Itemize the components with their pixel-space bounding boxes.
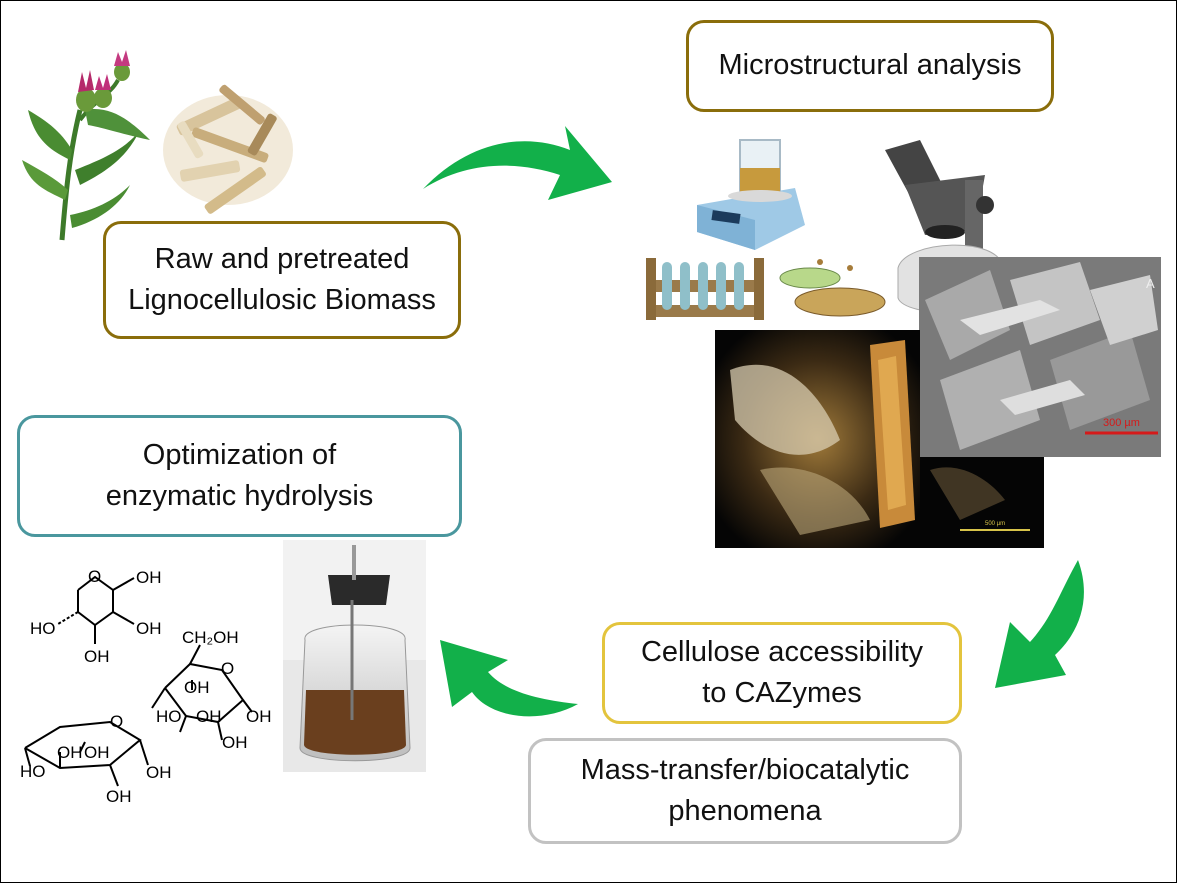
sugar-xylose-bottom: O OH OH HO OH OH <box>20 712 172 806</box>
sem-scale-label: 300 µm <box>1103 417 1140 429</box>
arrow-raw-to-micro <box>423 126 612 200</box>
ring-oxygen-label: O <box>110 712 123 731</box>
ch2oh-label: CH₂OH <box>182 628 239 647</box>
thistle-plant-image <box>22 50 150 241</box>
optical-micrograph-image: 500 µm <box>715 330 1044 548</box>
test-tube-rack-image <box>646 258 764 320</box>
sem-panel-letter: A <box>1146 276 1155 291</box>
hydroxyl-label: HO <box>30 619 56 638</box>
hydroxyl-label: HO <box>156 707 182 726</box>
sugar-structures-image: O OH OH OH HO CH₂OH O OH HO OH OH OH <box>20 567 272 806</box>
hydroxyl-label: OH <box>136 619 162 638</box>
hydroxyl-label: OH <box>146 763 172 782</box>
hydroxyl-label: OH <box>106 787 132 806</box>
hydroxyl-label: OH <box>136 568 162 587</box>
ring-oxygen-label: O <box>221 659 234 678</box>
box-cellulose-accessibility: Cellulose accessibility to CAZymes <box>602 622 962 724</box>
hydroxyl-label: OH <box>196 707 222 726</box>
hydroxyl-label: OH <box>184 678 210 697</box>
sugar-glucose-right: CH₂OH O OH HO OH OH OH <box>151 628 272 752</box>
optical-scale-label: 500 µm <box>985 521 1005 527</box>
hydroxyl-label: OH <box>84 647 110 666</box>
hydrolysis-reactor-image <box>283 540 426 772</box>
wood-chips-image <box>163 84 293 214</box>
hydroxyl-label: OH <box>246 707 272 726</box>
box-optimization-enzymatic-hydrolysis: Optimization of enzymatic hydrolysis <box>17 415 462 537</box>
arrow-cellulose-to-optimization <box>440 640 578 717</box>
hydroxyl-label: HO <box>20 762 46 781</box>
hydroxyl-label: OH <box>222 733 248 752</box>
sugar-pyranose-top: O OH OH OH HO <box>30 567 162 666</box>
arrow-micro-to-cellulose <box>995 560 1084 688</box>
sem-micrograph-image: 300 µm A <box>919 257 1161 457</box>
box-mass-transfer-phenomena: Mass-transfer/biocatalytic phenomena <box>528 738 962 844</box>
box-raw-pretreated-biomass: Raw and pretreated Lignocellulosic Bioma… <box>103 221 461 339</box>
hydroxyl-label: OH <box>57 743 83 762</box>
box-microstructural-analysis: Microstructural analysis <box>686 20 1054 112</box>
magnetic-stirrer-image <box>697 139 805 250</box>
petri-dishes-image <box>779 259 886 317</box>
ring-oxygen-label: O <box>88 567 101 586</box>
hydroxyl-label: OH <box>84 743 110 762</box>
